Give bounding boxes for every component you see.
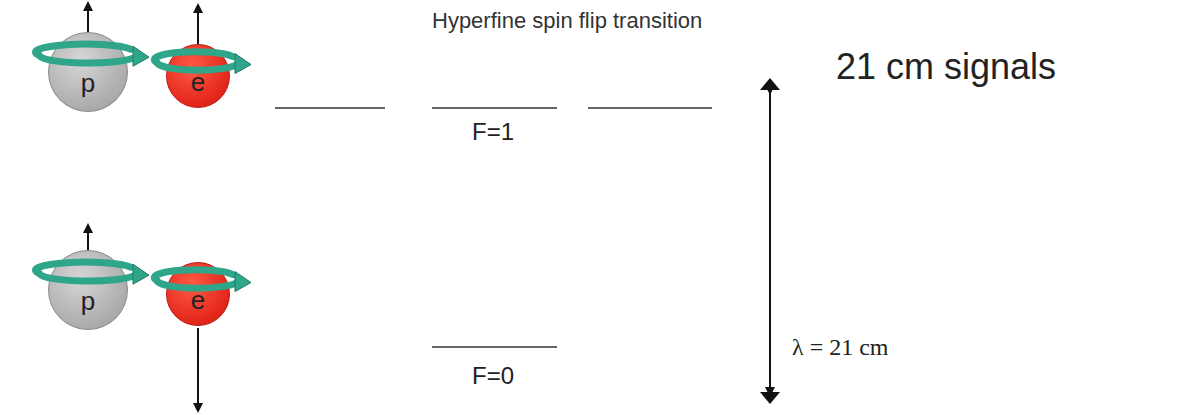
swirl-head — [133, 46, 149, 66]
level-label: F=0 — [470, 362, 516, 390]
energy-level — [275, 107, 385, 109]
particle-letter: e — [191, 69, 205, 95]
swirl-head — [235, 272, 251, 292]
particle-letter: p — [81, 288, 95, 314]
particle-letter: p — [81, 70, 95, 96]
energy-level — [432, 346, 557, 348]
swirl-head — [133, 264, 149, 284]
diagram-title: Hyperfine spin flip transition — [432, 8, 702, 34]
energy-level — [588, 107, 712, 109]
wavelength-label: λ = 21 cm — [790, 334, 891, 361]
energy-level — [432, 107, 557, 109]
spin-arrow — [197, 8, 199, 44]
proton-circle: p — [48, 250, 128, 330]
electron-circle: e — [166, 44, 230, 108]
electron-circle: e — [166, 262, 230, 326]
level-label: F=1 — [470, 118, 516, 146]
particle-letter: e — [191, 287, 205, 313]
arrow-head — [760, 392, 780, 404]
proton-circle: p — [48, 32, 128, 112]
signal-label: 21 cm signals — [834, 46, 1058, 88]
swirl-head — [235, 54, 251, 74]
spin-arrow — [87, 228, 89, 250]
wavelength-arrow — [769, 90, 771, 392]
spin-arrow — [87, 6, 89, 32]
spin-arrow — [197, 328, 199, 408]
arrow-head — [760, 78, 780, 90]
